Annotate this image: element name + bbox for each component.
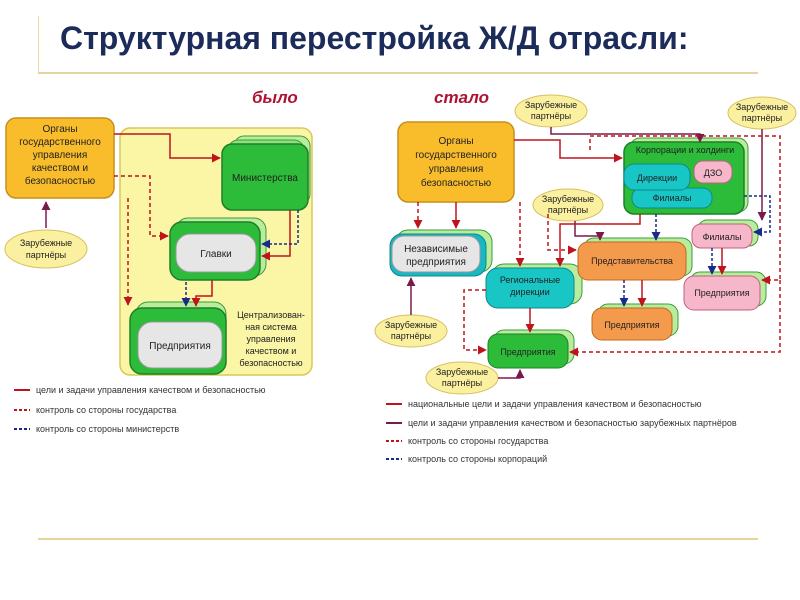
dash-state-top — [589, 135, 781, 285]
arrow-partners5-to-green-enterprises — [498, 369, 525, 379]
svg-text:Дирекции: Дирекции — [637, 173, 677, 183]
svg-text:Предприятия: Предприятия — [500, 347, 555, 357]
svg-text:контроль со стороны государств: контроль со стороны государства — [408, 436, 548, 446]
enterprises-box-orange: Предприятия — [591, 303, 679, 341]
arrow-ministries-to-glavki — [261, 210, 291, 261]
ministries-box: Министерства — [221, 135, 311, 211]
dash-organy-to-glavki — [114, 175, 169, 241]
footer-rule — [38, 538, 758, 540]
svg-text:Филиалы: Филиалы — [703, 232, 742, 242]
svg-text:Представительства: Представительства — [591, 256, 673, 266]
before-heading: было — [252, 88, 298, 107]
title-rule — [38, 16, 39, 74]
svg-text:контроль со стороны министерст: контроль со стороны министерств — [36, 424, 179, 434]
corporations-box: Корпорации и холдинги Филиалы Дирекции Д… — [623, 137, 749, 215]
after-heading: стало — [434, 88, 489, 107]
page-title: Структурная перестройка Ж/Д отрасли: — [60, 20, 689, 56]
dash-ministries-to-glavki — [261, 210, 299, 249]
dash-state-to-green-enterprises — [463, 289, 487, 355]
svg-text:контроль со стороны государств: контроль со стороны государства — [36, 405, 176, 415]
enterprises-box-pink: Предприятия — [683, 271, 767, 311]
arrow-partners3-to-offices — [574, 221, 605, 241]
arrow-partners1-to-corporations — [550, 127, 705, 143]
svg-text:ДЗО: ДЗО — [704, 168, 722, 178]
legend-before: цели и задачи управления качеством и без… — [14, 385, 266, 434]
svg-text:контроль со стороны корпораций: контроль со стороны корпораций — [408, 454, 547, 464]
dash-state-right-bottom — [569, 280, 781, 357]
svg-text:Предприятия: Предприятия — [149, 341, 210, 352]
svg-text:национальные цели и задачи упр: национальные цели и задачи управления ка… — [408, 399, 702, 409]
svg-text:цели и задачи управления качес: цели и задачи управления качеством и без… — [36, 385, 266, 395]
svg-text:цели и задачи управления качес: цели и задачи управления качеством и без… — [408, 418, 737, 428]
enterprises-box-green: Предприятия — [487, 329, 575, 369]
arrow-organy-to-corporations — [514, 139, 623, 163]
svg-text:Предприятия: Предприятия — [604, 320, 659, 330]
arrow-glavki-to-enterprises — [191, 280, 213, 307]
dash-state-to-offices — [547, 214, 577, 255]
dash-corp-to-branches — [744, 195, 771, 237]
svg-text:Предприятия: Предприятия — [694, 288, 749, 298]
branches-box: Филиалы — [691, 219, 759, 249]
legend-after: национальные цели и задачи управления ка… — [386, 399, 737, 464]
arrow-organy-to-ministries — [114, 133, 221, 163]
svg-text:Главки: Главки — [200, 249, 232, 260]
title-underline — [38, 72, 758, 74]
svg-text:Корпорации и холдинги: Корпорации и холдинги — [636, 145, 734, 155]
arrow-corporations-to-regional — [555, 214, 641, 267]
enterprises-box-before: Предприятия — [129, 301, 227, 375]
svg-text:Министерства: Министерства — [232, 173, 298, 184]
representative-offices-box: Представительства — [577, 237, 693, 281]
glavki-box: Главки — [169, 217, 267, 281]
svg-text:Филиалы: Филиалы — [653, 193, 692, 203]
